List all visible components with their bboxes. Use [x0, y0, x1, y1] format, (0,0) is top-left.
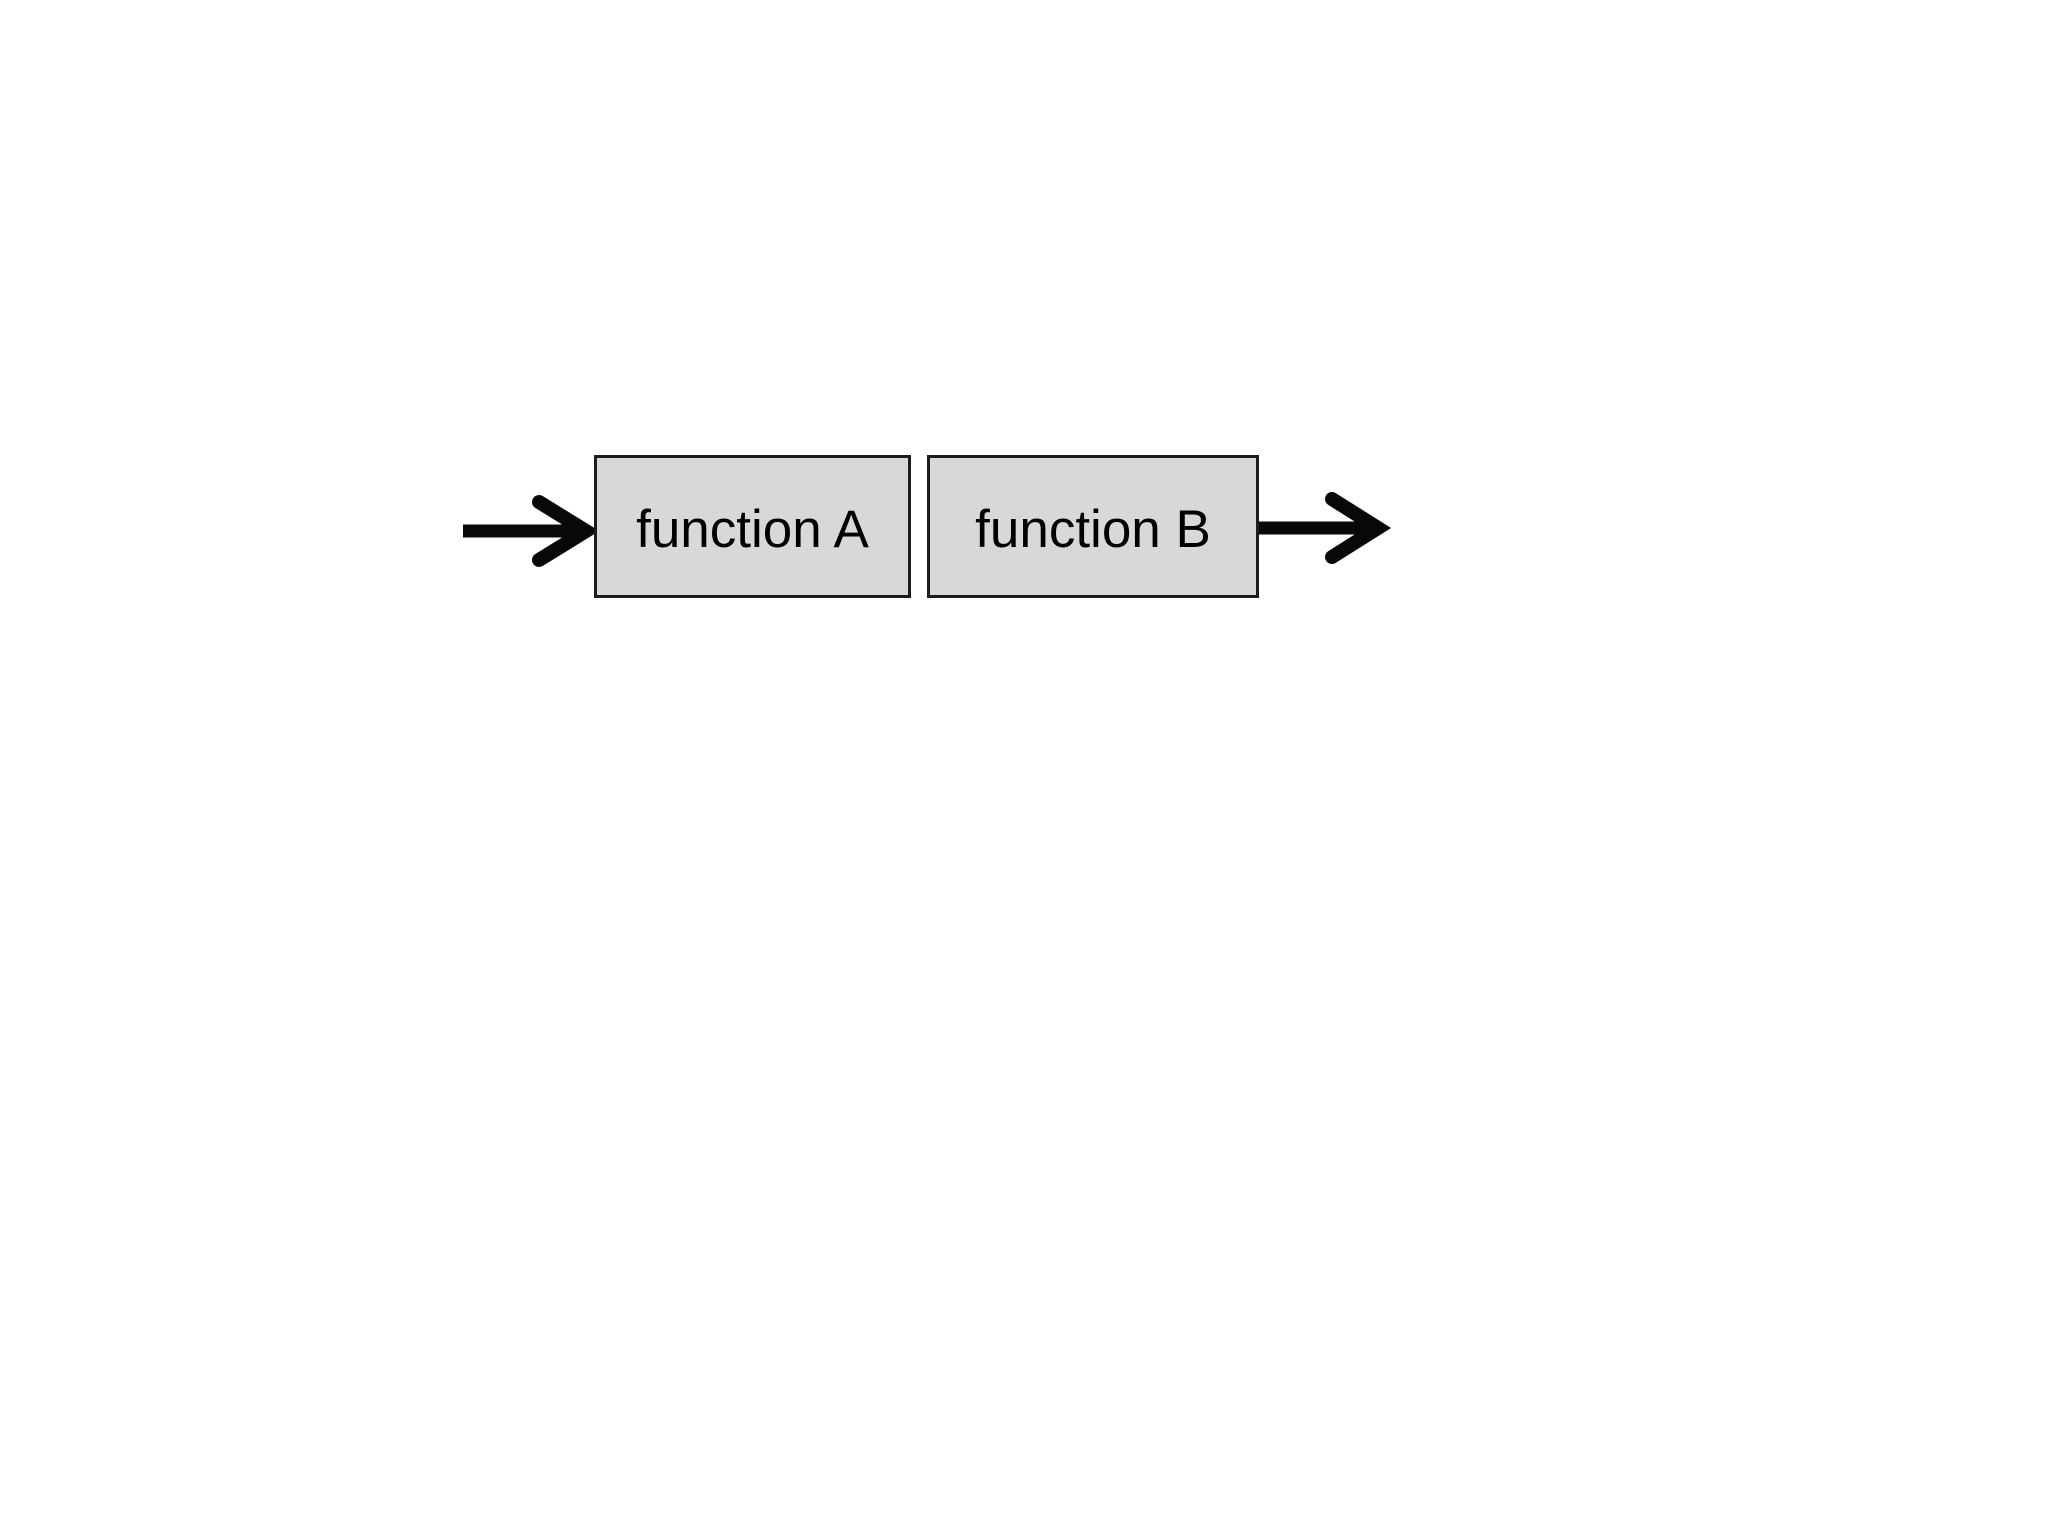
output-arrow-right-icon [1259, 492, 1392, 564]
node-function-b: function B [927, 455, 1259, 598]
node-function-a: function A [594, 455, 911, 598]
node-function-b-label: function B [975, 500, 1211, 559]
input-arrow-right-icon [463, 495, 600, 567]
node-function-a-label: function A [636, 500, 869, 559]
